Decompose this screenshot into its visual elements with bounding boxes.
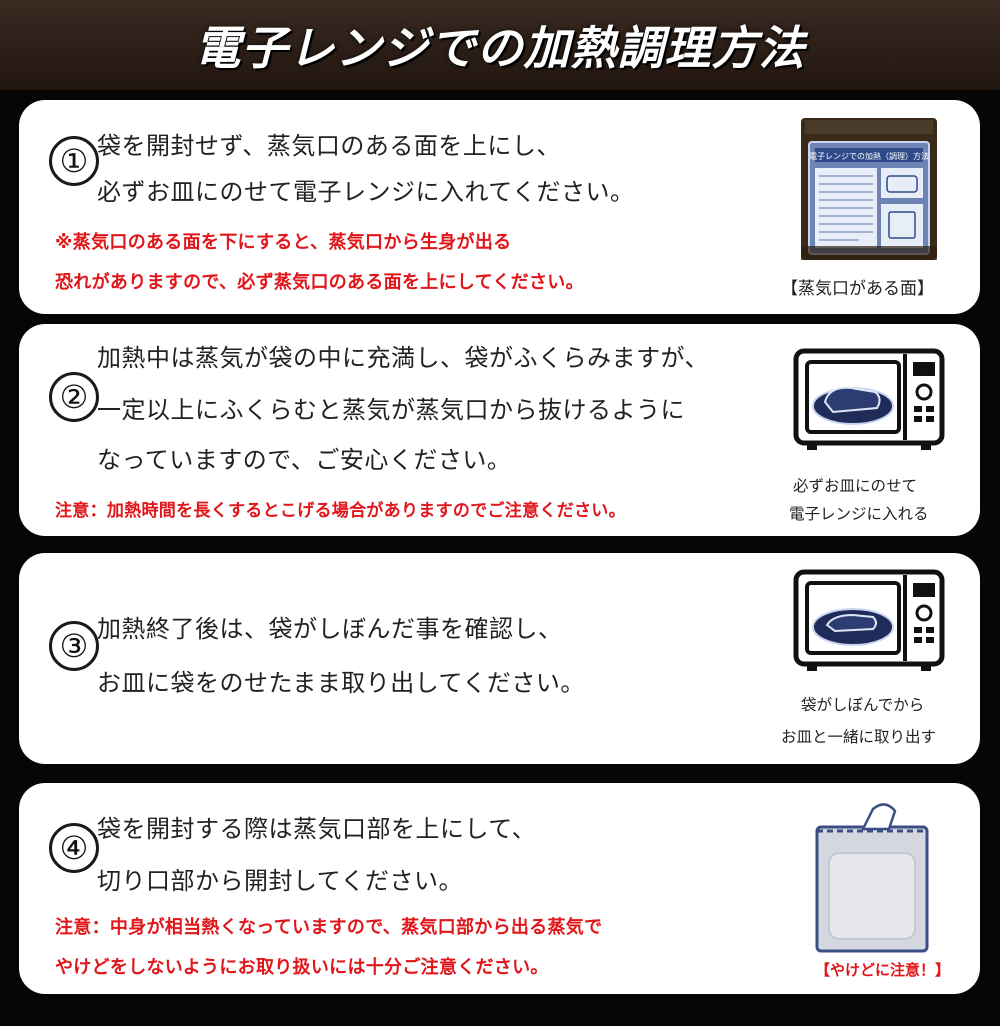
step-card-4: ④ 袋を開封する際は蒸気口部を上にして、 切り口部から開封してください。 注意：… [19,783,980,994]
step-text-line: 袋を開封する際は蒸気口部を上にして、 [97,815,537,843]
step-card-2: ② 加熱中は蒸気が袋の中に充満し、袋がふくらみますが、 一定以上にふくらむと蒸気… [19,324,980,536]
page-title: 電子レンジでの加熱調理方法 [194,21,806,75]
package-photo-icon: 電子レンジでの加熱（調理）方法 [801,118,937,260]
image-caption: 必ずお皿にのせて [793,477,918,495]
warning-text: 注意：中身が相当熱くなっていますので、蒸気口部から出る蒸気で [55,917,603,938]
microwave-icon [793,569,945,671]
step-text-line: お皿に袋をのせたまま取り出してください。 [97,669,585,697]
step-card-1: ① 袋を開封せず、蒸気口のある面を上にし、 必ずお皿にのせて電子レンジに入れてく… [19,100,980,314]
step-text-line: なっていますので、ご安心ください。 [97,446,512,474]
image-caption: 電子レンジに入れる [789,505,929,523]
image-caption: お皿と一緒に取り出す [781,728,937,746]
step-text-line: 切り口部から開封してください。 [97,867,464,895]
warning-text: 注意：加熱時間を長くするとこげる場合がありますのでご注意ください。 [55,501,626,521]
step-text-line: 必ずお皿にのせて電子レンジに入れてください。 [97,178,635,206]
step-number: ① [49,136,99,186]
step-number: ③ [49,621,99,671]
package-label: 電子レンジでの加熱（調理）方法 [809,151,929,161]
pouch-icon [815,803,929,953]
image-caption: 【蒸気口がある面】 [781,279,934,299]
step-card-3: ③ 加熱終了後は、袋がしぼんだ事を確認し、 お皿に袋をのせたまま取り出してくださ… [19,553,980,764]
image-caption: 袋がしぼんでから [801,696,925,714]
step-number: ② [49,372,99,422]
step-text-line: 加熱中は蒸気が袋の中に充満し、袋がふくらみますが、 [97,344,710,372]
warning-text: やけどをしないようにお取り扱いには十分ご注意ください。 [55,957,549,978]
step-text-line: 袋を開封せず、蒸気口のある面を上にし、 [97,132,561,160]
page-header: 電子レンジでの加熱調理方法 [0,0,1000,90]
image-caption: 【やけどに注意！】 [815,961,951,979]
microwave-icon [793,348,945,450]
step-text-line: 加熱終了後は、袋がしぼんだ事を確認し、 [97,615,563,643]
step-number: ④ [49,823,99,873]
warning-text: 恐れがありますので、必ず蒸気口のある面を上にしてください。 [55,272,584,293]
step-text-line: 一定以上にふくらむと蒸気が蒸気口から抜けるように [97,396,685,424]
warning-text: ※蒸気口のある面を下にすると、蒸気口から生身が出る [55,232,512,253]
